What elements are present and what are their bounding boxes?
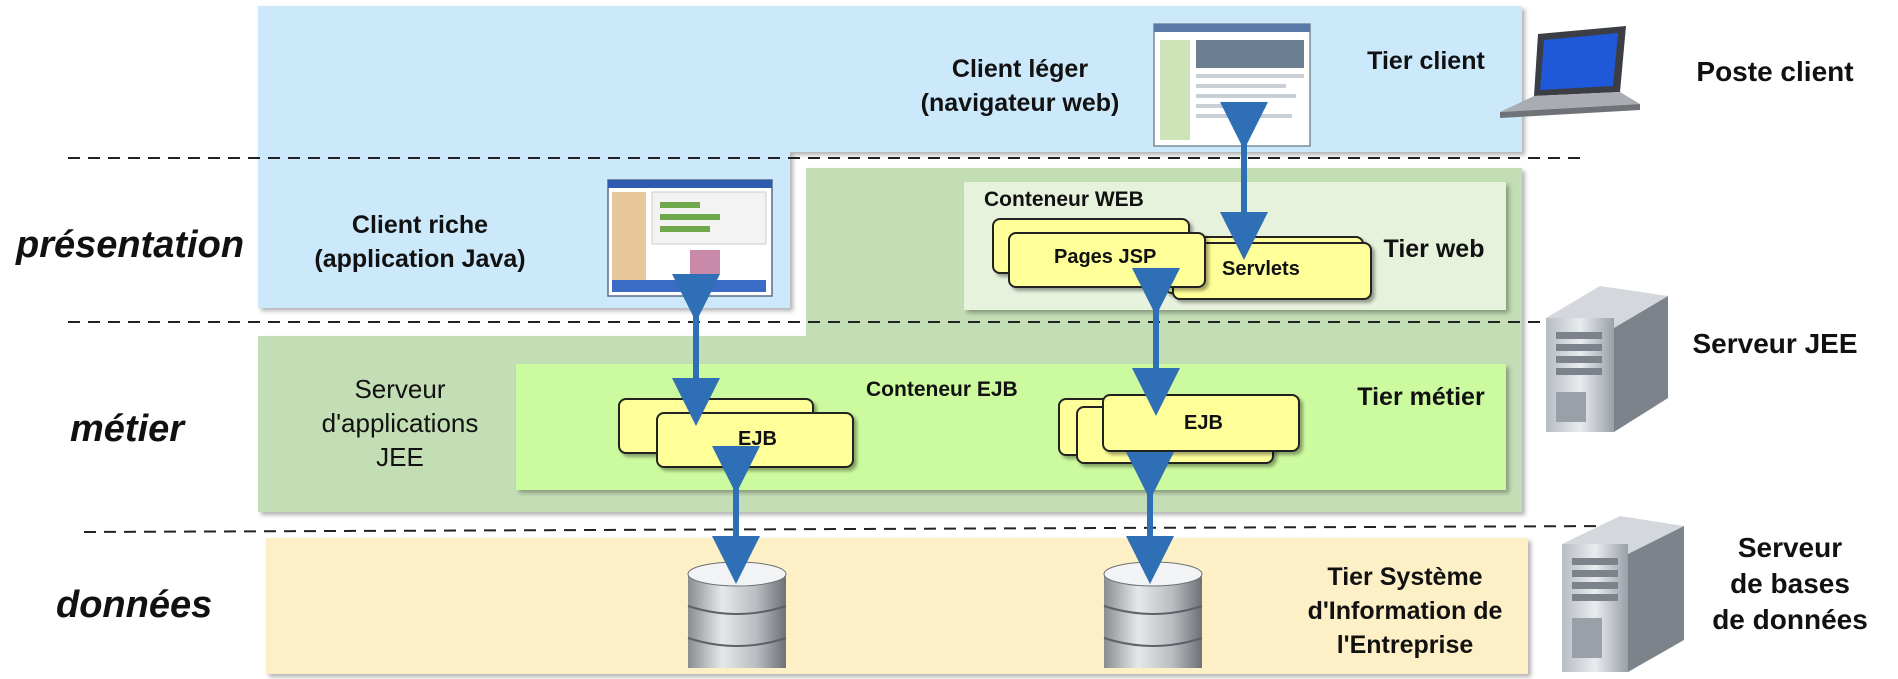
web-container-title: Conteneur WEB: [984, 188, 1144, 211]
eis-line3: l'Entreprise: [1336, 631, 1474, 659]
serveur-bd-line1: Serveur: [1737, 532, 1843, 563]
thin-client-line1: Client léger: [951, 55, 1089, 83]
db-server-icon: [1562, 516, 1684, 672]
jsp-label: Pages JSP: [1054, 246, 1157, 268]
thin-client-label: Client léger (navigateur web): [900, 52, 1140, 120]
rich-client-line1: Client riche: [351, 211, 489, 239]
web-tier-title: Tier web: [1383, 235, 1485, 263]
serveur-bd-line2: de bases: [1730, 568, 1850, 599]
servlets-label: Servlets: [1222, 258, 1300, 280]
serveur-bd-line3: de données: [1712, 604, 1868, 635]
app-server-line2: d'applications: [321, 408, 479, 438]
eis-line1: Tier Système: [1327, 563, 1483, 591]
serveur-jee-label: Serveur JEE: [1692, 328, 1858, 359]
app-server-label: Serveur d'applications JEE: [290, 372, 510, 474]
separator-metier: [83, 525, 1619, 533]
ejb1-label: EJB: [738, 428, 777, 450]
rich-client-label: Client riche (application Java): [290, 208, 550, 276]
jee-server-icon: [1546, 286, 1668, 432]
serveur-bd-label: Serveur de bases de données: [1690, 530, 1890, 638]
layer-presentation: présentation: [16, 224, 245, 266]
rich-client-line2: (application Java): [314, 245, 526, 273]
app-server-line3: JEE: [376, 442, 424, 472]
ejb-container-title: Conteneur EJB: [866, 378, 1018, 401]
layer-donnees: données: [56, 584, 213, 626]
database-icon-2: [1103, 561, 1203, 668]
eis-tier-title: Tier Système d'Information de l'Entrepri…: [1290, 560, 1520, 662]
ejb2-label: EJB: [1184, 412, 1223, 434]
data-region: [266, 538, 1528, 674]
poste-client-label: Poste client: [1696, 56, 1854, 87]
thin-client-line2: (navigateur web): [920, 89, 1120, 117]
eis-line2: d'Information de: [1307, 597, 1503, 625]
laptop-icon: [1500, 26, 1640, 118]
app-server-line1: Serveur: [354, 374, 446, 404]
layer-metier: métier: [70, 408, 185, 450]
client-tier-title: Tier client: [1367, 47, 1485, 75]
business-tier-title: Tier métier: [1357, 383, 1485, 411]
